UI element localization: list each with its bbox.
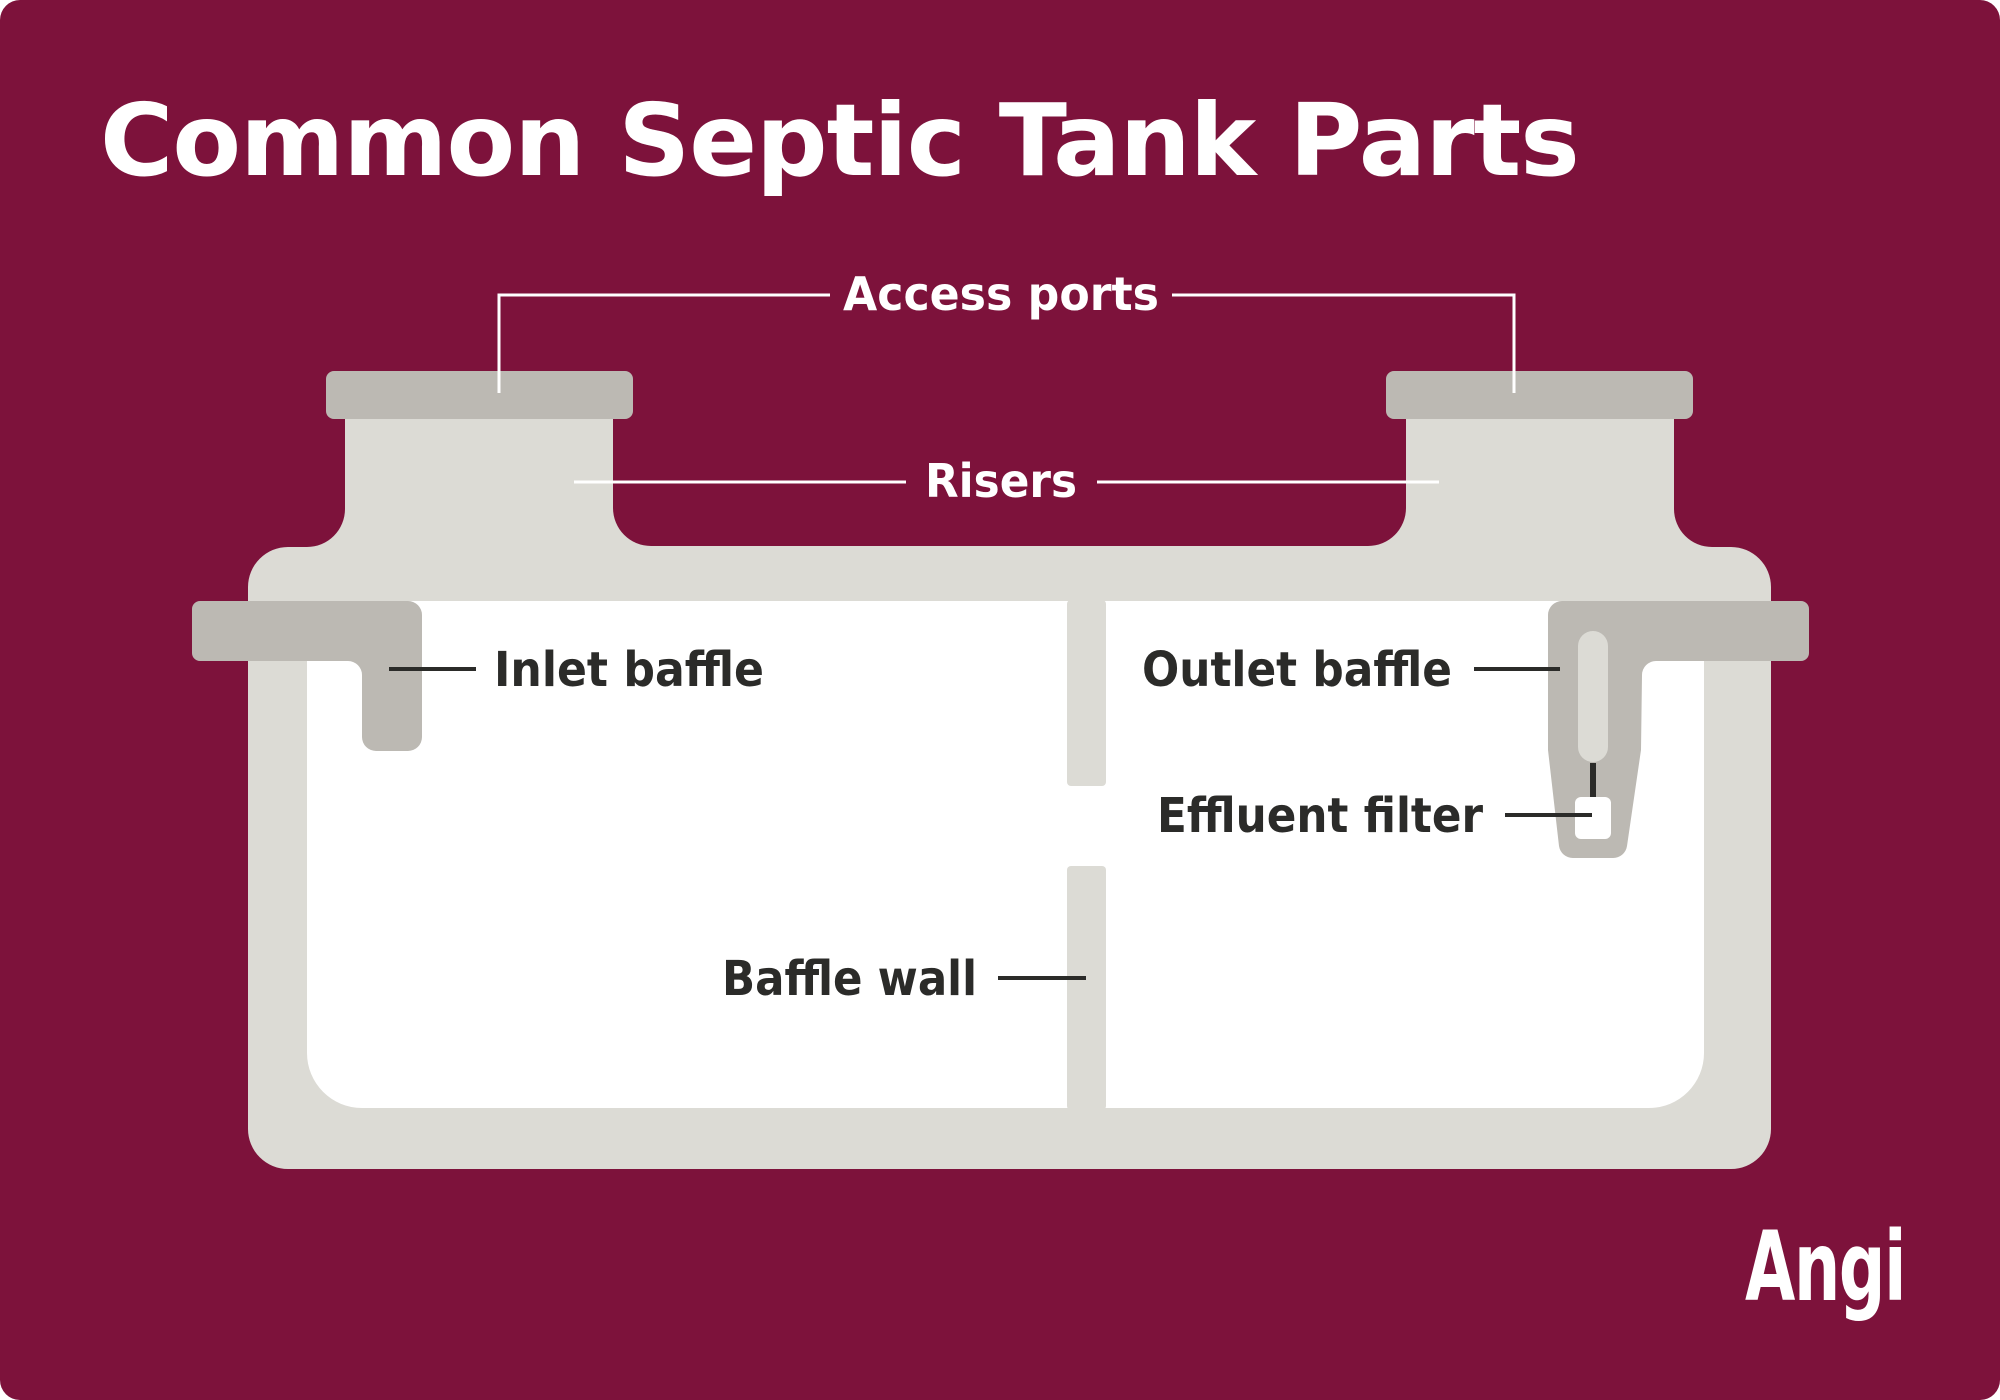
label-effluent-filter: Effluent filter — [1157, 788, 1483, 844]
page-title: Common Septic Tank Parts — [100, 82, 1579, 199]
label-inlet-baffle: Inlet baffle — [494, 642, 764, 698]
effluent-filter-rod — [1590, 763, 1596, 798]
effluent-filter — [1575, 797, 1611, 839]
label-baffle-wall: Baffle wall — [722, 951, 977, 1007]
access-ports-leader-right — [1172, 293, 1516, 393]
outlet-tee-slot — [1578, 631, 1608, 762]
baffle-wall-upper — [1067, 600, 1106, 786]
label-risers: Risers — [925, 454, 1077, 508]
baffle-wall-lower — [1067, 866, 1106, 1110]
angi-logo: Angi — [1745, 1211, 1905, 1323]
access-ports-leader-left — [497, 293, 830, 393]
label-outlet-baffle: Outlet baffle — [1142, 642, 1452, 698]
access-port-lid-right — [1386, 371, 1693, 419]
inlet-baffle — [192, 601, 422, 751]
access-port-lid-left — [326, 371, 633, 419]
outlet-baffle — [1548, 601, 1809, 859]
label-access-ports: Access ports — [843, 267, 1159, 321]
tank-interior — [307, 601, 1704, 1108]
